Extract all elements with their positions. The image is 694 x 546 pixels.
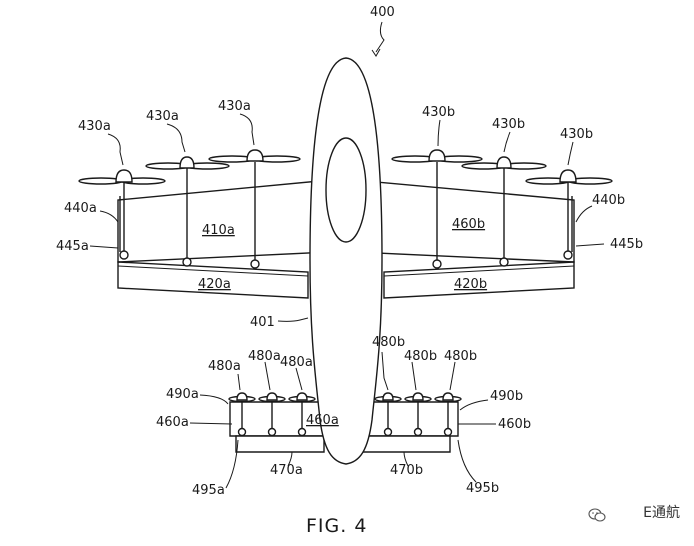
figure-caption: FIG. 4 [306,515,367,537]
label-tail-left: 460a [306,413,339,428]
label-aircraft: 400 [370,5,395,20]
label-tail-flap-right: 470b [390,463,423,478]
label-hinge-front-right: 445b [610,237,643,252]
leader-lines [89,21,605,489]
rear-rotors-left [228,392,316,437]
label-rotor-rear-left-3: 480a [280,355,313,370]
label-rotor-front-left-1: 430a [78,119,111,134]
front-wing-left [117,179,331,263]
label-boom-rear-right: 490b [490,389,523,404]
label-rotor-rear-left-1: 480a [208,359,241,374]
cockpit-window [325,137,367,243]
wechat-icon [588,508,606,522]
label-hinge-front-left: 445a [56,239,89,254]
front-flap-right [383,261,575,299]
label-boom-front-left: 440a [64,201,97,216]
front-flap-left [117,261,309,299]
label-rotor-front-right-1: 430b [422,105,455,120]
label-wing-left: 410a [202,223,235,238]
rear-rotors-right [374,392,462,437]
label-hinge-rear-left: 495a [192,483,225,498]
reference-labels: 400 430a 430a 430a 430b 430b 430b 440a 4… [56,5,643,537]
label-tail-left-outer: 460a [156,415,189,430]
label-rotor-front-left-2: 430a [146,109,179,124]
label-rotor-rear-right-1: 480b [372,335,405,350]
label-fuselage: 401 [250,315,275,330]
label-boom-front-right: 440b [592,193,625,208]
label-rotor-front-right-2: 430b [492,117,525,132]
label-flap-right: 420b [454,277,487,292]
label-hinge-rear-right: 495b [466,481,499,496]
label-tail-right-outer: 460b [498,417,531,432]
front-rotors-left [78,149,301,269]
label-rotor-front-left-3: 430a [218,99,251,114]
label-wing-right: 460b [452,217,485,232]
tail-left [229,401,337,453]
label-boom-rear-left: 490a [166,387,199,402]
label-rotor-rear-left-2: 480a [248,349,281,364]
tail-right [355,401,459,453]
label-tail-flap-left: 470a [270,463,303,478]
watermark-text: E通航 [643,505,680,521]
label-flap-left: 420a [198,277,231,292]
label-rotor-rear-right-3: 480b [444,349,477,364]
label-rotor-rear-right-2: 480b [404,349,437,364]
label-rotor-front-right-3: 430b [560,127,593,142]
front-rotors-right [391,149,613,269]
fuselage [309,57,383,465]
